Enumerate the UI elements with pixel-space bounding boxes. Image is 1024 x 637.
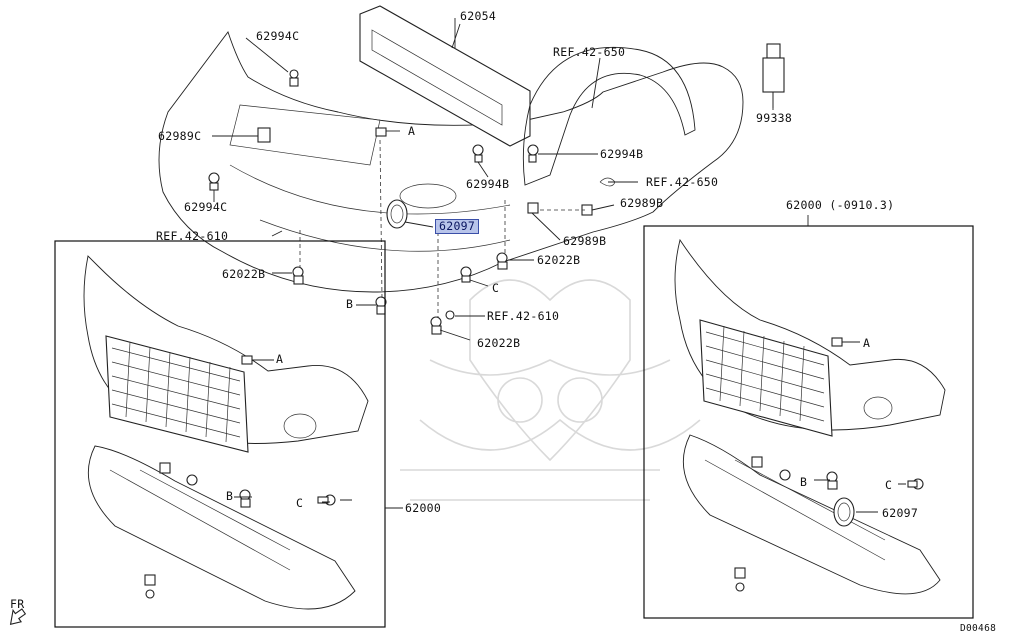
label-a-top: A bbox=[408, 124, 416, 138]
label-62989b-mid[interactable]: 62989B bbox=[563, 234, 607, 248]
label-62989c[interactable]: 62989C bbox=[158, 129, 202, 143]
label-b-right-box: B bbox=[800, 475, 808, 489]
label-c-left-box: C bbox=[296, 496, 304, 510]
label-99338[interactable]: 99338 bbox=[756, 111, 793, 125]
leader-lines bbox=[212, 23, 774, 341]
label-62994c-left[interactable]: 62994C bbox=[184, 200, 228, 214]
left-bumper-drawing bbox=[83, 255, 369, 610]
front-direction-arrow-icon bbox=[9, 608, 27, 625]
label-c-right-box: C bbox=[885, 478, 893, 492]
label-62000-left[interactable]: 62000 bbox=[405, 501, 442, 515]
right-bumper-drawing bbox=[674, 238, 946, 595]
label-62022b-right[interactable]: 62022B bbox=[537, 253, 581, 267]
label-b-left-box: B bbox=[226, 489, 234, 503]
label-62022b-left[interactable]: 62022B bbox=[222, 267, 266, 281]
right-assembly-box bbox=[643, 225, 974, 619]
fender-liner bbox=[522, 46, 696, 186]
label-62054[interactable]: 62054 bbox=[460, 9, 497, 23]
bumper-upper-body bbox=[158, 31, 744, 293]
label-ref-42-650-top[interactable]: REF.42-650 bbox=[553, 45, 626, 59]
watermark-emblem bbox=[400, 279, 701, 501]
label-62989b-right[interactable]: 62989B bbox=[620, 196, 664, 210]
label-ref-42-650-mid[interactable]: REF.42-650 bbox=[646, 175, 719, 189]
touch-up-paint-99338 bbox=[762, 43, 785, 110]
label-b-mid: B bbox=[346, 297, 354, 311]
radiator-support-62054 bbox=[359, 5, 531, 147]
label-fr: FR bbox=[10, 597, 25, 611]
label-a-right-box: A bbox=[863, 336, 871, 350]
label-a-left-box: A bbox=[276, 352, 284, 366]
label-62994c-top[interactable]: 62994C bbox=[256, 29, 300, 43]
label-62000-variant[interactable]: 62000 (-0910.3) bbox=[786, 198, 895, 212]
label-62022b-low[interactable]: 62022B bbox=[477, 336, 521, 350]
label-ref-42-610-mid[interactable]: REF.42-610 bbox=[487, 309, 560, 323]
label-62097-right[interactable]: 62097 bbox=[882, 506, 919, 520]
left-assembly-box bbox=[54, 240, 386, 628]
label-62994b-mid[interactable]: 62994B bbox=[466, 177, 510, 191]
fasteners bbox=[208, 69, 616, 335]
label-62097-highlighted[interactable]: 62097 bbox=[435, 219, 480, 234]
label-ref-42-610-left[interactable]: REF.42-610 bbox=[156, 229, 229, 243]
diagram-id: D00468 bbox=[960, 623, 997, 634]
label-c-mid: C bbox=[492, 281, 500, 295]
assembly-dashes bbox=[299, 139, 585, 318]
label-62994b-right[interactable]: 62994B bbox=[600, 147, 644, 161]
